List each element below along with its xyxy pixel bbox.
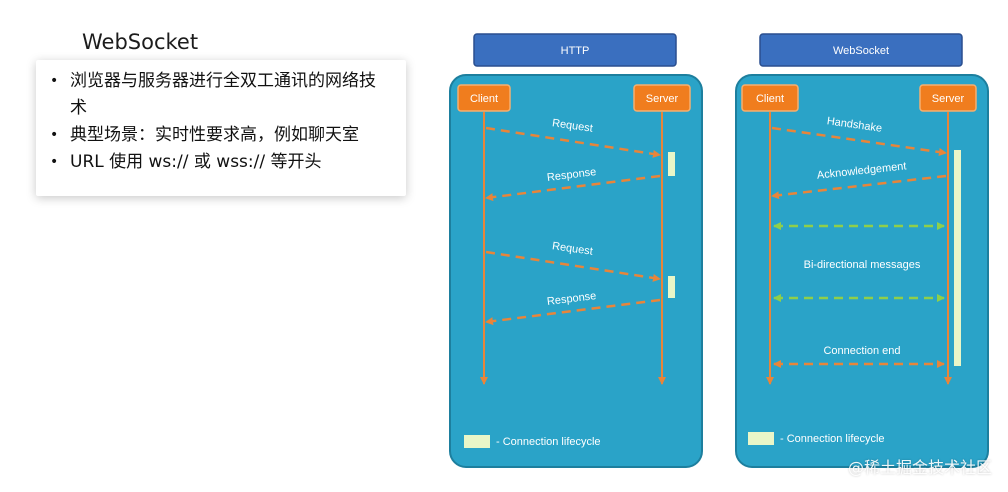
ws-bidi-label: Bi-directional messages — [804, 259, 921, 271]
ws-header-box — [759, 33, 963, 67]
http-client-node — [457, 84, 511, 112]
bullet-text-3: URL 使用 ws:// 或 wss:// 等开头 — [70, 152, 322, 172]
http-client-label: Client — [470, 93, 498, 105]
ws-end-label: Connection end — [823, 345, 900, 357]
slide-title: WebSocket — [82, 30, 199, 54]
http-request-label-2: Request — [551, 240, 593, 258]
bullet-text-1b: 术 — [70, 98, 87, 118]
ws-legend-swatch — [748, 432, 774, 445]
http-panel — [449, 74, 703, 468]
ws-client-label: Client — [756, 93, 784, 105]
http-header-label: HTTP — [561, 45, 590, 57]
bullet-item-3: • URL 使用 ws:// 或 wss:// 等开头 — [46, 149, 394, 176]
http-diagram: HTTP Client Server Request Response Requ… — [449, 33, 703, 468]
bullet-text-1a: 浏览器与服务器进行全双工通讯的网络技 — [70, 71, 376, 91]
http-response-label: Response — [546, 166, 597, 184]
bullet-item-2: • 典型场景：实时性要求高，例如聊天室 — [46, 122, 394, 149]
http-header-box — [473, 33, 677, 67]
ws-lifecycle-bar — [954, 150, 961, 366]
bullet-dot-icon: • — [50, 127, 59, 143]
http-request-label: Request — [551, 117, 593, 135]
http-legend-label: - Connection lifecycle — [496, 436, 601, 448]
bullet-item-1: • 浏览器与服务器进行全双工通讯的网络技术 — [46, 68, 394, 122]
ws-client-node — [741, 84, 799, 112]
http-legend-swatch — [464, 435, 490, 448]
watermark: @稀土掘金技术社区 — [847, 458, 992, 477]
ws-server-label: Server — [932, 93, 965, 105]
http-response-label-2: Response — [546, 290, 597, 308]
http-server-label: Server — [646, 93, 679, 105]
bullet-card: •浏览器与服务器进行全双工通讯的网络技术 •典型场景：实时性要求高，例如聊天室 … — [36, 60, 406, 196]
bullet-dot-icon: • — [50, 154, 59, 170]
http-server-node — [633, 84, 691, 112]
ws-panel — [735, 74, 989, 468]
ws-legend-label: - Connection lifecycle — [780, 433, 885, 445]
ws-header-label: WebSocket — [833, 45, 889, 57]
bullet-dot-icon: • — [50, 73, 59, 89]
bullet-list: •浏览器与服务器进行全双工通讯的网络技术 •典型场景：实时性要求高，例如聊天室 … — [46, 68, 394, 176]
bullet-text-2: 典型场景：实时性要求高，例如聊天室 — [70, 125, 359, 145]
ws-server-node — [919, 84, 977, 112]
http-lifecycle-bar — [668, 276, 675, 298]
http-lifecycle-bar — [668, 152, 675, 176]
websocket-diagram: WebSocket Client Server Handshake Acknow… — [735, 33, 989, 468]
